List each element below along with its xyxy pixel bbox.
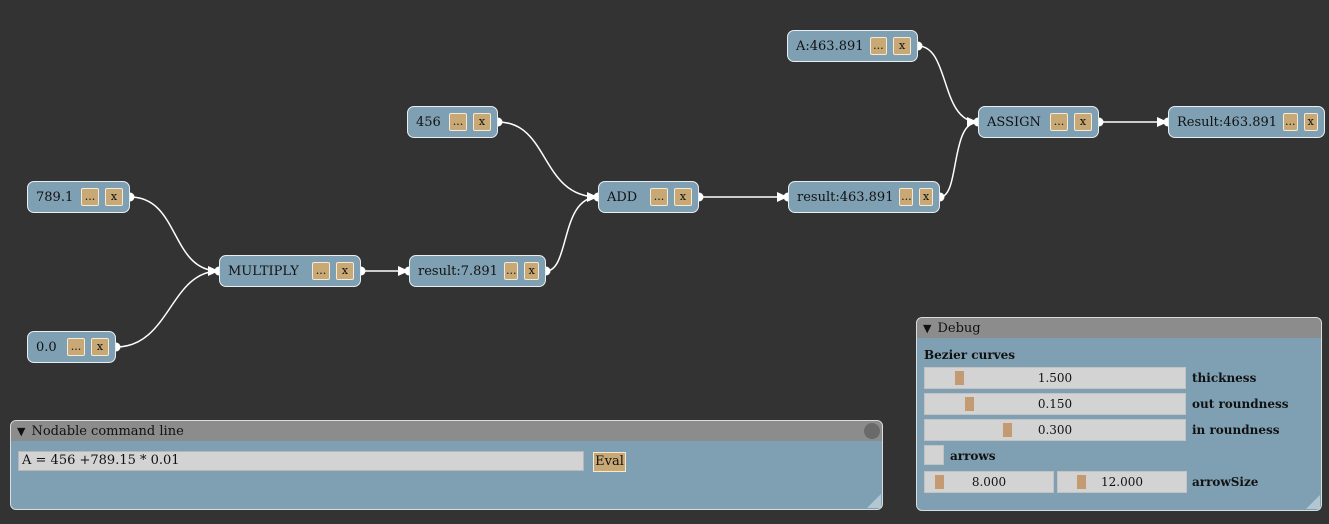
wire-0-to-multiply xyxy=(115,270,220,348)
out-roundness-label: out roundness xyxy=(1192,397,1289,411)
node-more-button[interactable]: ... xyxy=(81,188,99,206)
node-result-add[interactable]: result:463.891 ... x xyxy=(788,181,940,213)
out-roundness-slider[interactable]: 0.150 xyxy=(924,393,1186,415)
slider-grab[interactable] xyxy=(935,475,944,489)
collapse-arrow-icon[interactable]: ▼ xyxy=(17,424,26,438)
command-line-title: Nodable command line xyxy=(31,423,184,439)
slider-value: 12.000 xyxy=(1101,475,1143,489)
node-label: A:463.891 xyxy=(796,38,864,54)
node-delete-button[interactable]: x xyxy=(91,338,109,356)
slider-value: 0.300 xyxy=(1037,423,1073,437)
node-delete-button[interactable]: x xyxy=(524,262,539,280)
arrowhead xyxy=(398,266,409,276)
wire-a-to-assign xyxy=(917,45,979,123)
node-more-button[interactable]: ... xyxy=(312,262,330,280)
command-line-titlebar[interactable]: ▼ Nodable command line xyxy=(11,421,882,441)
node-result-multiply[interactable]: result:7.891 ... x xyxy=(409,255,546,287)
wire-789-to-multiply xyxy=(129,196,220,272)
arrow-size-label: arrowSize xyxy=(1192,475,1259,489)
arrowhead xyxy=(1157,117,1168,127)
in-roundness-label: in roundness xyxy=(1192,423,1280,437)
node-multiply[interactable]: MULTIPLY ... x xyxy=(219,255,361,287)
node-more-button[interactable]: ... xyxy=(650,188,668,206)
arrowhead xyxy=(967,117,978,127)
node-result-final[interactable]: Result:463.891 ... x xyxy=(1168,106,1325,138)
node-label: result:463.891 xyxy=(797,189,894,205)
node-label: 789.1 xyxy=(36,189,74,205)
slider-grab[interactable] xyxy=(1003,423,1012,437)
node-variable-a[interactable]: A:463.891 ... x xyxy=(787,30,918,62)
node-more-button[interactable]: ... xyxy=(1050,113,1068,131)
section-label: Bezier curves xyxy=(924,348,1016,362)
slider-value: 0.150 xyxy=(1037,397,1073,411)
node-label: ADD xyxy=(607,189,638,205)
resize-grip-icon[interactable] xyxy=(867,494,881,508)
in-roundness-slider[interactable]: 0.300 xyxy=(924,419,1186,441)
node-delete-button[interactable]: x xyxy=(105,188,123,206)
node-label: 456 xyxy=(416,114,441,130)
node-more-button[interactable]: ... xyxy=(67,338,85,356)
debug-window: ▼ Debug Bezier curves 1.500 thickness 0.… xyxy=(916,317,1322,511)
arrows-label: arrows xyxy=(950,449,996,463)
node-delete-button[interactable]: x xyxy=(919,188,933,206)
node-label: ASSIGN xyxy=(987,114,1041,130)
close-icon[interactable] xyxy=(864,423,880,439)
node-more-button[interactable]: ... xyxy=(869,37,888,55)
wire-456-to-add xyxy=(497,121,599,198)
node-delete-button[interactable]: x xyxy=(336,262,354,280)
node-label: result:7.891 xyxy=(418,263,498,279)
node-789-1[interactable]: 789.1 ... x xyxy=(27,181,130,213)
node-delete-button[interactable]: x xyxy=(1074,113,1092,131)
node-label: MULTIPLY xyxy=(228,263,299,279)
node-delete-button[interactable]: x xyxy=(1303,113,1318,131)
collapse-arrow-icon[interactable]: ▼ xyxy=(923,321,932,335)
debug-title: Debug xyxy=(937,320,981,336)
command-line-window: ▼ Nodable command line A = 456 +789.15 *… xyxy=(10,420,883,510)
wire-result-to-assign xyxy=(939,121,979,198)
arrowhead xyxy=(208,266,219,276)
node-delete-button[interactable]: x xyxy=(674,188,692,206)
node-assign[interactable]: ASSIGN ... x xyxy=(978,106,1099,138)
node-add[interactable]: ADD ... x xyxy=(598,181,699,213)
node-456[interactable]: 456 ... x xyxy=(407,106,498,138)
wire-result-to-add xyxy=(545,196,599,272)
thickness-label: thickness xyxy=(1192,371,1257,385)
arrow-size-slider-1[interactable]: 8.000 xyxy=(924,471,1054,493)
thickness-slider[interactable]: 1.500 xyxy=(924,367,1186,389)
command-input[interactable]: A = 456 +789.15 * 0.01 xyxy=(18,451,584,471)
slider-value: 8.000 xyxy=(971,475,1007,489)
eval-button[interactable]: Eval xyxy=(593,452,626,472)
node-label: 0.0 xyxy=(36,339,57,355)
node-more-button[interactable]: ... xyxy=(1283,113,1298,131)
arrow-size-slider-2[interactable]: 12.000 xyxy=(1057,471,1187,493)
node-more-button[interactable]: ... xyxy=(449,113,467,131)
debug-titlebar[interactable]: ▼ Debug xyxy=(917,318,1321,338)
slider-grab[interactable] xyxy=(1077,475,1086,489)
arrows-checkbox[interactable] xyxy=(924,445,944,465)
node-more-button[interactable]: ... xyxy=(899,188,914,206)
node-more-button[interactable]: ... xyxy=(503,262,519,280)
resize-grip-icon[interactable] xyxy=(1306,495,1320,509)
node-delete-button[interactable]: x xyxy=(473,113,491,131)
arrowhead xyxy=(587,192,598,202)
node-0-0[interactable]: 0.0 ... x xyxy=(27,331,116,363)
slider-value: 1.500 xyxy=(1037,371,1073,385)
slider-grab[interactable] xyxy=(955,371,964,385)
node-label: Result:463.891 xyxy=(1177,114,1278,130)
slider-grab[interactable] xyxy=(965,397,974,411)
node-delete-button[interactable]: x xyxy=(893,37,911,55)
arrowhead xyxy=(777,192,788,202)
